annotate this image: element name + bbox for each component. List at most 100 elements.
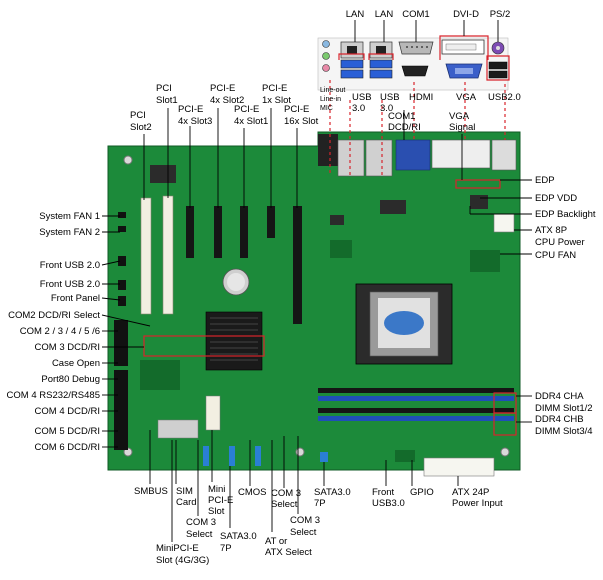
label-sata30-b-2: 7P [314, 498, 326, 509]
label-atx24p-2: Power Input [452, 498, 503, 509]
label-hdmi: HDMI [409, 92, 433, 103]
left-headers [114, 212, 128, 450]
label-line-in: Line-in [320, 96, 341, 103]
label-smbus: SMBUS [134, 486, 168, 497]
label-minipcie-slot-1: Mini [208, 484, 225, 495]
label-ddr4-cha-2: DIMM Slot1/2 [535, 403, 593, 414]
label-lan-2: LAN [375, 9, 394, 20]
label-com3-sel-b-1: COM 3 [271, 488, 301, 499]
label-usb30-b-2: 3.0 [380, 103, 393, 114]
label-sys-fan-2: System FAN 2 [39, 227, 100, 238]
label-mic: MIC [320, 105, 333, 112]
label-usb30-b-1: USB [380, 92, 400, 103]
label-port80: Port80 Debug [41, 374, 100, 385]
label-com4-rs: COM 4 RS232/RS485 [7, 390, 100, 401]
pcb-board [107, 131, 521, 471]
label-sata30-b-1: SATA3.0 [314, 487, 351, 498]
pci-slot-1 [162, 195, 174, 315]
label-edp: EDP [535, 175, 555, 186]
audio-jacks-icon [322, 40, 330, 72]
label-ddr4-chb-2: DIMM Slot3/4 [535, 426, 593, 437]
label-sim-1: SIM [176, 486, 193, 497]
labels: LAN LAN COM1 DVI-D PS/2 Line-out Line-in… [7, 9, 596, 566]
label-pcie4x-slot1-2: 4x Slot1 [234, 116, 268, 127]
label-cmos: CMOS [238, 487, 267, 498]
pcie-4x-slot-3 [186, 206, 194, 258]
label-front-usb20-a: Front USB 2.0 [40, 260, 100, 271]
label-edp-backlight: EDP Backlight [535, 209, 596, 220]
dimm-slots [318, 388, 514, 421]
pcie-1x-slot [267, 206, 275, 238]
label-pcie4x-slot2-2: 4x Slot2 [210, 95, 244, 106]
label-ddr4-cha-1: DDR4 CHA [535, 391, 584, 402]
leader-lines [101, 20, 532, 542]
label-ps2: PS/2 [490, 9, 511, 20]
label-minipcie-4g-1: MiniPCI-E [156, 543, 199, 554]
label-com3-sel-c-1: COM 3 [290, 515, 320, 526]
label-case-open: Case Open [52, 358, 100, 369]
label-ddr4-chb-1: DDR4 CHB [535, 414, 584, 425]
pcie-4x-slot-2 [214, 206, 222, 258]
label-com1-top: COM1 [402, 9, 429, 20]
label-pci-slot2-2: Slot2 [130, 122, 152, 133]
label-pcie4x-slot3-1: PCI-E [178, 104, 203, 115]
label-sim-2: Card [176, 497, 197, 508]
vga-port-icon [445, 63, 483, 79]
label-vga-signal-1: VGA [449, 111, 470, 122]
label-at-atx-1: AT or [265, 536, 287, 547]
sata-connectors [203, 446, 328, 466]
label-com3-dcd: COM 3 DCD/RI [35, 342, 100, 353]
label-com3-sel-a-2: Select [186, 529, 213, 540]
label-front-usb20-b: Front USB 2.0 [40, 279, 100, 290]
label-sata30-a-2: 7P [220, 543, 232, 554]
label-cpu-fan: CPU FAN [535, 250, 576, 261]
pcie-16x-slot [293, 206, 302, 324]
usb20-port-icon [488, 61, 508, 79]
lan-port-1-icon [340, 41, 364, 59]
label-front-panel: Front Panel [51, 293, 100, 304]
label-com4-dcd: COM 4 DCD/RI [35, 406, 100, 417]
label-pcie1x-1: PCI-E [262, 83, 287, 94]
atx-24p-connector [423, 457, 495, 477]
red-leaders [143, 35, 517, 436]
label-usb30-a-2: 3.0 [352, 103, 365, 114]
label-at-atx-2: ATX Select [265, 547, 312, 558]
label-minipcie-slot-2: PCI-E [208, 495, 233, 506]
minipcie-4g-slot [157, 419, 199, 439]
label-sata30-a-1: SATA3.0 [220, 531, 257, 542]
chipset-heatsink [205, 311, 263, 371]
label-com3-sel-b-2: Select [271, 499, 298, 510]
label-minipcie-4g-2: Slot (4G/3G) [156, 555, 209, 566]
label-com3-sel-c-2: Select [290, 527, 317, 538]
label-com1-dcd-1: COM1 [388, 111, 415, 122]
hdmi-port-icon [401, 65, 429, 77]
usb30-port-a-icon [340, 59, 364, 79]
label-sys-fan-1: System FAN 1 [39, 211, 100, 222]
rear-io-stack [318, 134, 517, 177]
label-atx8p-1: ATX 8P [535, 225, 567, 236]
pci-slot-2 [140, 197, 152, 315]
ps2-port-icon [491, 41, 505, 55]
label-front-usb30-1: Front [372, 487, 395, 498]
label-atx24p-1: ATX 24P [452, 487, 489, 498]
cmos-battery-icon [222, 268, 250, 296]
label-dvi-d: DVI-D [453, 9, 479, 20]
label-pcie4x-slot1-1: PCI-E [234, 104, 259, 115]
label-pci-slot1-2: Slot1 [156, 95, 178, 106]
label-vga-signal-2: Signal [449, 122, 475, 133]
label-com6-dcd: COM 6 DCD/RI [35, 442, 100, 453]
cpu-socket [355, 283, 453, 365]
label-pcie16x-2: 16x Slot [284, 116, 319, 127]
lan-port-2-icon [369, 41, 393, 59]
label-com5-dcd: COM 5 DCD/RI [35, 426, 100, 437]
pcie-4x-slot-1 [240, 206, 248, 258]
label-pcie4x-slot3-2: 4x Slot3 [178, 116, 212, 127]
label-com2-6: COM 2 / 3 / 4 / 5 /6 [20, 326, 100, 337]
label-vga: VGA [456, 92, 477, 103]
label-pci-slot1-1: PCI [156, 83, 172, 94]
io-panel [317, 37, 509, 91]
atx-8p-connector [493, 213, 515, 233]
dvi-port-icon [441, 39, 485, 55]
